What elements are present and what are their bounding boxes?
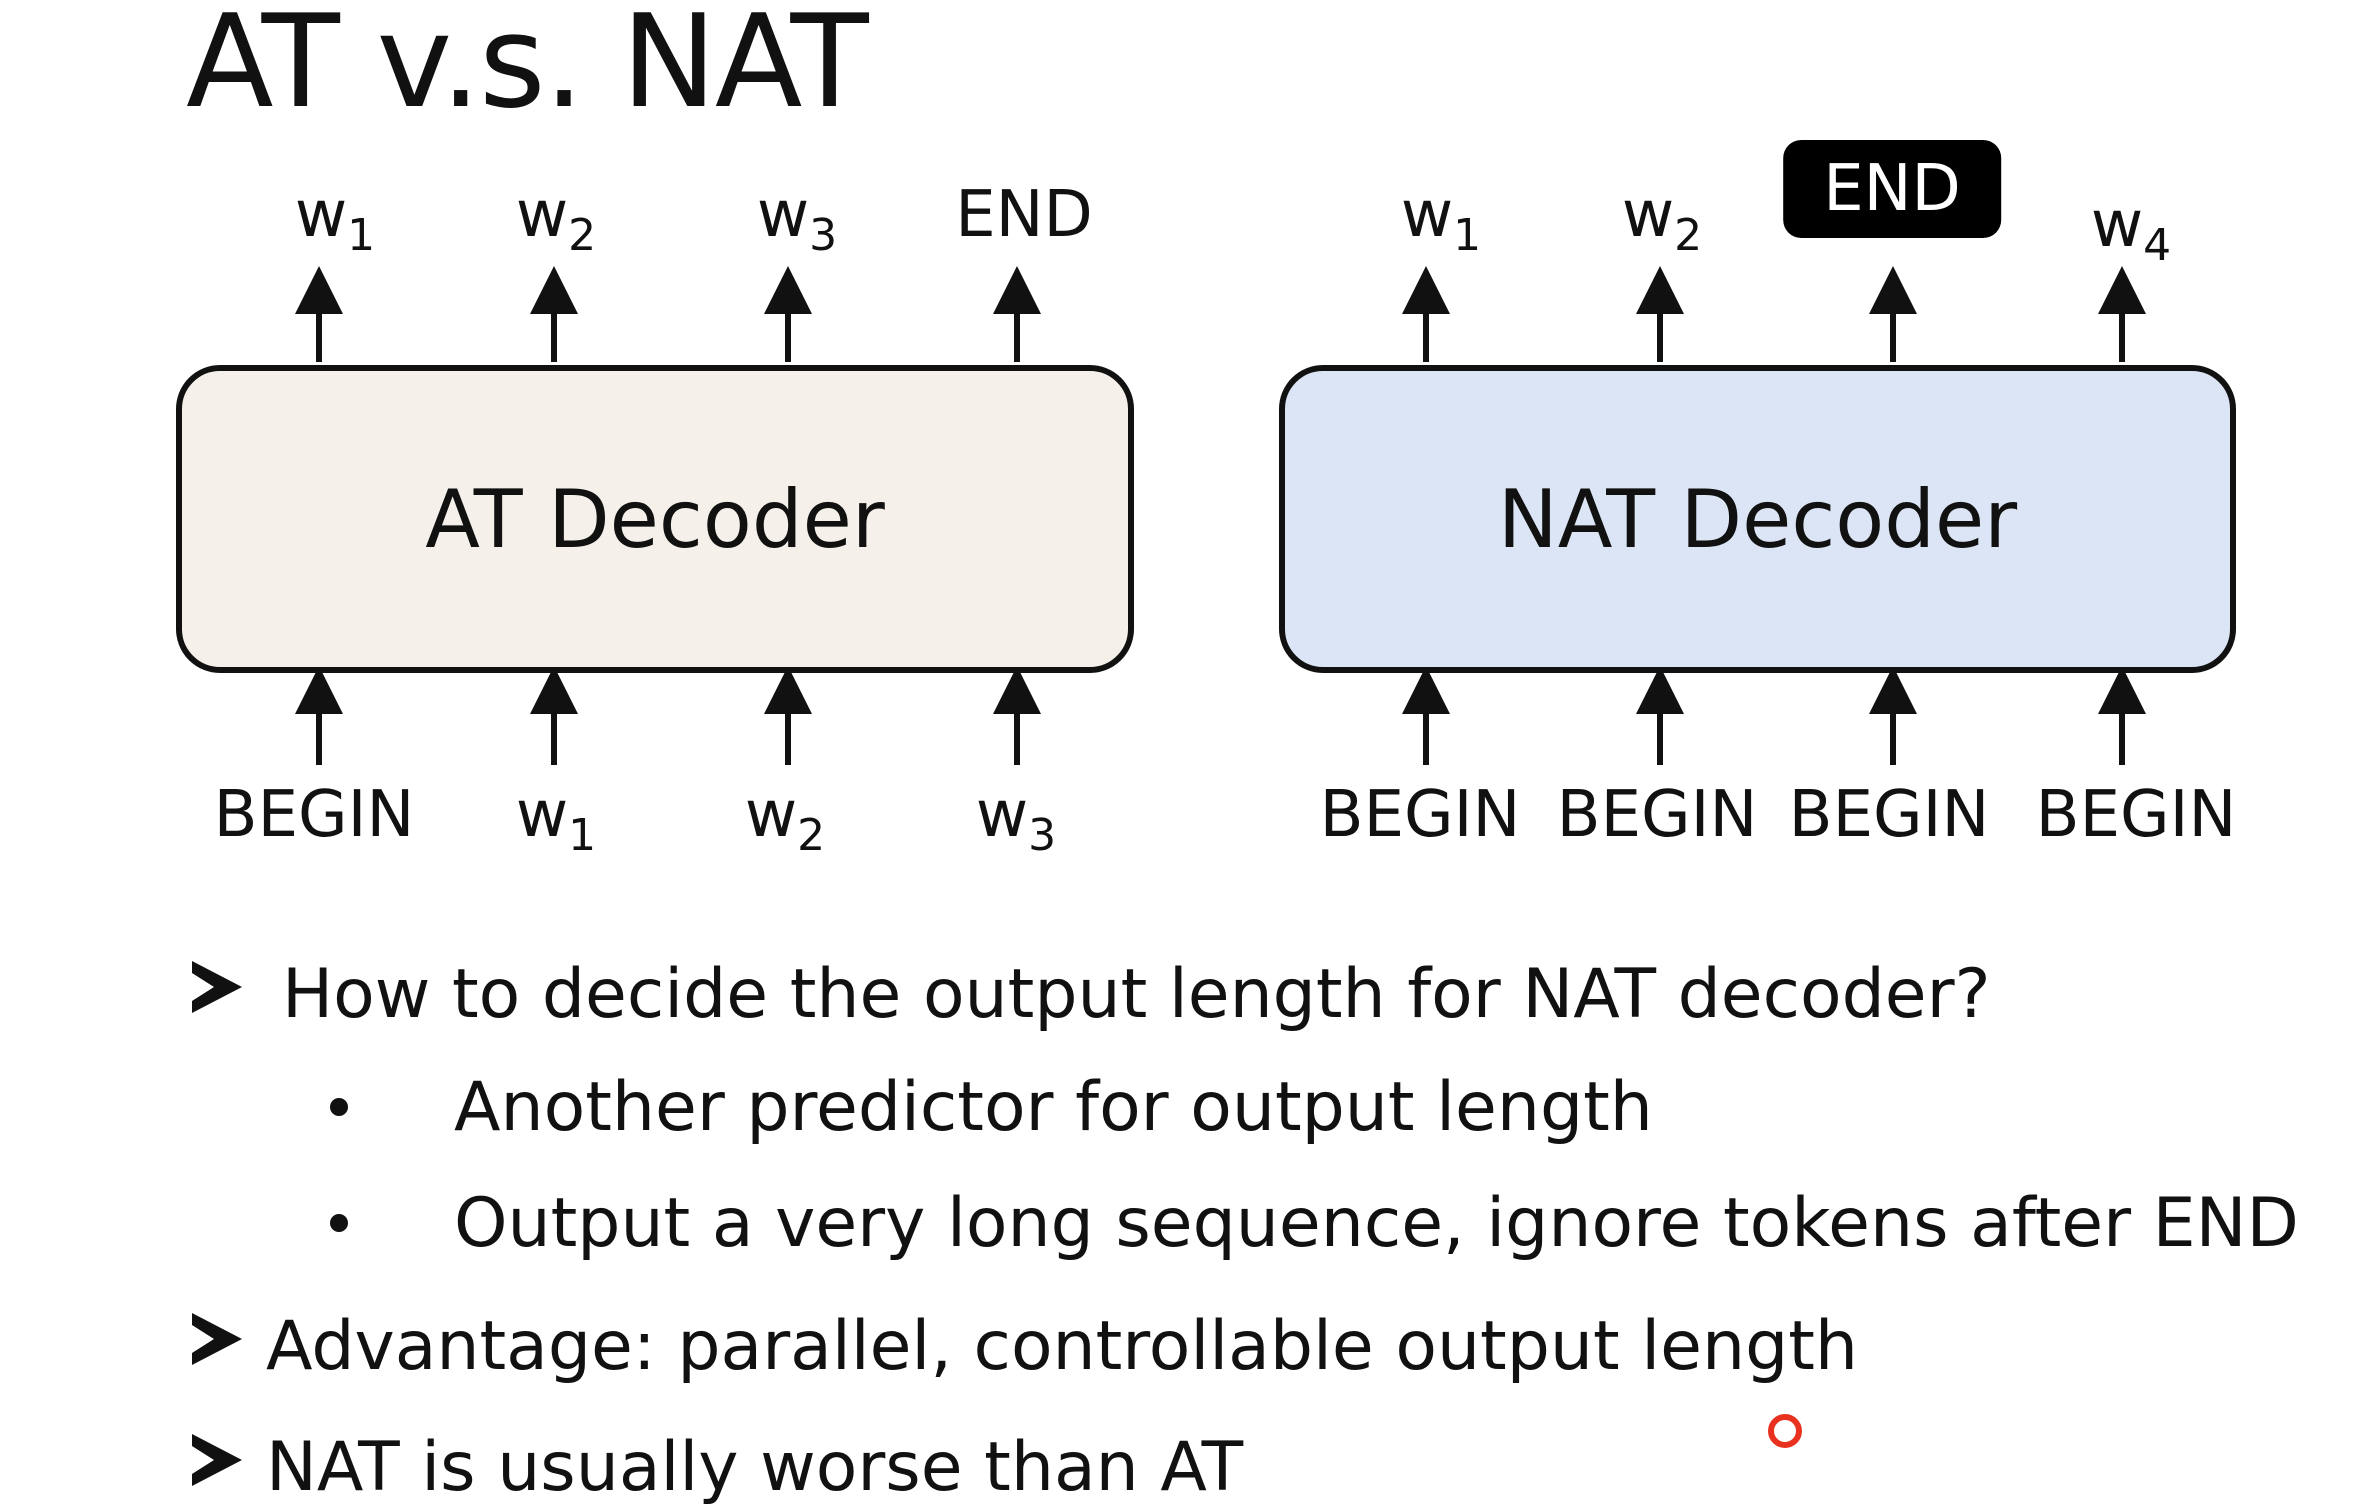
nat-output-end-highlight: END	[1783, 140, 2001, 238]
nat-output-arrows	[1402, 266, 2146, 362]
at-output-token: w1	[294, 178, 376, 261]
nat-input-token: BEGIN	[1788, 778, 1990, 852]
arrowhead-bullet-icon	[192, 1434, 242, 1486]
at-output-token: w3	[756, 178, 838, 261]
nat-output-token: w1	[1400, 178, 1482, 261]
arrowhead-bullet-icon	[192, 1313, 242, 1365]
at-output-token: END	[955, 178, 1093, 252]
bullet-advantage: Advantage: parallel, controllable output…	[192, 1307, 1858, 1386]
bullet-output-length-question: How to decide the output length for NAT …	[192, 955, 1991, 1034]
page-title: AT v.s. NAT	[186, 0, 869, 137]
bullet-dot-icon	[330, 1098, 348, 1116]
nat-decoder-box: NAT Decoder	[1279, 365, 2236, 673]
laser-pointer-icon	[1768, 1414, 1802, 1448]
nat-output-token: w2	[1621, 178, 1703, 261]
arrowhead-bullet-icon	[192, 961, 242, 1013]
nat-decoder-label: NAT Decoder	[1497, 472, 2018, 566]
bullet-dot-icon	[330, 1214, 348, 1232]
at-input-arrows	[295, 666, 1041, 765]
nat-input-token: BEGIN	[1556, 778, 1758, 852]
sub-bullet: Another predictor for output length	[330, 1068, 1653, 1147]
at-input-token: w3	[975, 778, 1057, 861]
nat-input-token: BEGIN	[2035, 778, 2237, 852]
at-input-token: BEGIN	[213, 778, 415, 852]
sub-bullet: Output a very long sequence, ignore toke…	[330, 1184, 2299, 1263]
at-output-arrows	[295, 266, 1041, 362]
at-output-token: w2	[515, 178, 597, 261]
nat-output-token: w4	[2090, 188, 2172, 271]
at-input-token: w1	[515, 778, 597, 861]
at-decoder-label: AT Decoder	[425, 472, 885, 566]
bullet-nat-worse: NAT is usually worse than AT	[192, 1428, 1243, 1507]
nat-input-arrows	[1402, 666, 2146, 765]
at-decoder-box: AT Decoder	[176, 365, 1134, 673]
nat-input-token: BEGIN	[1319, 778, 1521, 852]
at-input-token: w2	[744, 778, 826, 861]
